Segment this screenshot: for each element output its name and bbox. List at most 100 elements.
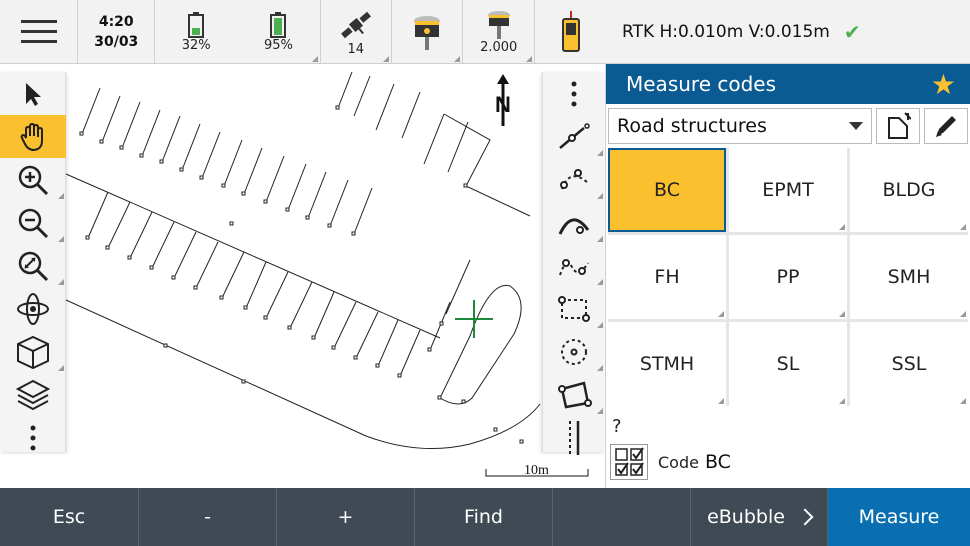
antenna-icon	[487, 10, 510, 39]
scale-label: 10m	[524, 463, 549, 478]
hand-icon	[20, 122, 43, 151]
code-button-stmh[interactable]: STMH	[608, 322, 726, 406]
code-field-value[interactable]: BC	[704, 451, 731, 473]
north-label: N	[495, 92, 511, 117]
orbit-tool[interactable]	[0, 287, 66, 330]
find-button[interactable]: Find	[415, 488, 553, 546]
minus-label: -	[204, 506, 211, 528]
code-button-epmt[interactable]: EPMT	[729, 148, 847, 232]
more-tools-left[interactable]	[0, 416, 66, 459]
gnss-receiver-icon	[414, 16, 441, 50]
battery-full-icon	[270, 11, 287, 38]
code-button-smh[interactable]: SMH	[850, 235, 968, 319]
arc-icon	[558, 218, 590, 235]
edit-group-button[interactable]	[924, 108, 968, 144]
polygon-tool[interactable]	[543, 373, 605, 416]
chevron-right-icon	[796, 508, 814, 526]
3d-view-tool[interactable]	[0, 330, 66, 373]
satellites-button[interactable]: 14	[321, 0, 392, 64]
new-document-icon	[888, 112, 911, 139]
datetime-display[interactable]: 4:20 30/03	[78, 0, 156, 64]
code-label-pp: PP	[776, 266, 800, 288]
offset-tool[interactable]	[543, 416, 605, 459]
precision-readout[interactable]: RTK H:0.010m V:0.015m ✔	[608, 0, 970, 64]
crosshair-icon	[455, 300, 493, 338]
more-vertical-icon	[571, 81, 577, 106]
battery-low-icon	[188, 11, 205, 38]
map-canvas[interactable]: N 10m	[0, 64, 606, 488]
code-button-bc[interactable]: BC	[608, 148, 726, 232]
code-label-bc: BC	[654, 179, 680, 201]
measure-button[interactable]: Measure	[828, 488, 970, 546]
code-label-ssl: SSL	[891, 353, 927, 375]
map-tools-left	[0, 72, 66, 452]
code-button-pp[interactable]: PP	[729, 235, 847, 319]
rectangle-points-icon	[558, 295, 590, 322]
receiver-button[interactable]	[392, 0, 464, 64]
zoom-out-tool[interactable]	[0, 201, 66, 244]
help-question[interactable]: ?	[612, 416, 622, 437]
hamburger-icon	[20, 20, 57, 43]
battery-status[interactable]: 32% 95%	[155, 0, 321, 64]
date-text: 30/03	[94, 34, 139, 50]
new-group-button[interactable]	[876, 108, 920, 144]
zoom-in-tool[interactable]	[0, 158, 66, 201]
arrow-pointer-icon	[26, 82, 41, 106]
antenna-height-value: 2.000	[480, 39, 518, 55]
blank-softkey[interactable]	[553, 488, 691, 546]
arc-radius-tool[interactable]	[543, 201, 605, 244]
polyline-tool[interactable]	[543, 244, 605, 287]
line-tool[interactable]	[543, 115, 605, 158]
cube-icon	[17, 335, 49, 369]
controller-button[interactable]	[535, 0, 608, 64]
select-tool[interactable]	[0, 72, 66, 115]
battery-internal-text: 32%	[181, 37, 211, 53]
code-button-sl[interactable]: SL	[729, 322, 847, 406]
multi-code-button[interactable]	[610, 444, 648, 480]
checklist-icon	[615, 447, 644, 476]
group-dropdown[interactable]: Road structures	[608, 108, 872, 144]
more-tools-right[interactable]	[543, 72, 605, 115]
code-field-label: Code	[658, 452, 699, 472]
favorite-star-icon[interactable]: ★	[930, 68, 956, 101]
map-view[interactable]: N 10m	[0, 64, 606, 488]
curve-points-icon	[559, 258, 589, 275]
plus-button[interactable]: +	[277, 488, 415, 546]
arc-points-icon	[560, 168, 589, 189]
code-button-fh[interactable]: FH	[608, 235, 726, 319]
panel-title: Measure codes	[626, 72, 777, 96]
arc-tool[interactable]	[543, 158, 605, 201]
orbit-icon	[17, 292, 49, 325]
line-icon	[559, 122, 590, 149]
zoom-extents-icon	[18, 251, 49, 281]
ebubble-button[interactable]: eBubble	[691, 488, 828, 546]
zoom-extents-tool[interactable]	[0, 244, 66, 287]
rectangle-tool[interactable]	[543, 287, 605, 330]
code-button-bldg[interactable]: BLDG	[850, 148, 968, 232]
code-label-bldg: BLDG	[882, 179, 936, 201]
satellite-icon	[340, 11, 371, 38]
code-button-ssl[interactable]: SSL	[850, 322, 968, 406]
menu-button[interactable]	[0, 0, 79, 64]
circle-points-icon	[561, 338, 587, 365]
time-text: 4:20	[98, 14, 134, 30]
layers-tool[interactable]	[0, 373, 66, 416]
circle-tool[interactable]	[543, 330, 605, 373]
layers-icon	[16, 379, 50, 410]
esc-button[interactable]: Esc	[0, 488, 139, 546]
group-selected-value: Road structures	[617, 115, 767, 137]
minus-button[interactable]: -	[139, 488, 277, 546]
code-label-sl: SL	[776, 353, 800, 375]
codes-grid: BC EPMT BLDG FH PP SMH STMH SL SSL	[608, 148, 968, 406]
pan-tool[interactable]	[0, 115, 66, 158]
polygon-icon	[558, 380, 592, 408]
code-label-fh: FH	[654, 266, 680, 288]
measure-codes-panel: Measure codes ★ Road structures BC EPMT …	[606, 64, 970, 488]
measure-label: Measure	[858, 506, 940, 528]
antenna-height-button[interactable]: 2.000	[463, 0, 535, 64]
precision-text: RTK H:0.010m V:0.015m	[622, 21, 830, 42]
battery-external-text: 95%	[263, 37, 293, 53]
softkey-bar: Esc - + Find eBubble Measure	[0, 488, 970, 546]
group-row: Road structures	[606, 104, 970, 148]
ebubble-label: eBubble	[707, 506, 785, 528]
